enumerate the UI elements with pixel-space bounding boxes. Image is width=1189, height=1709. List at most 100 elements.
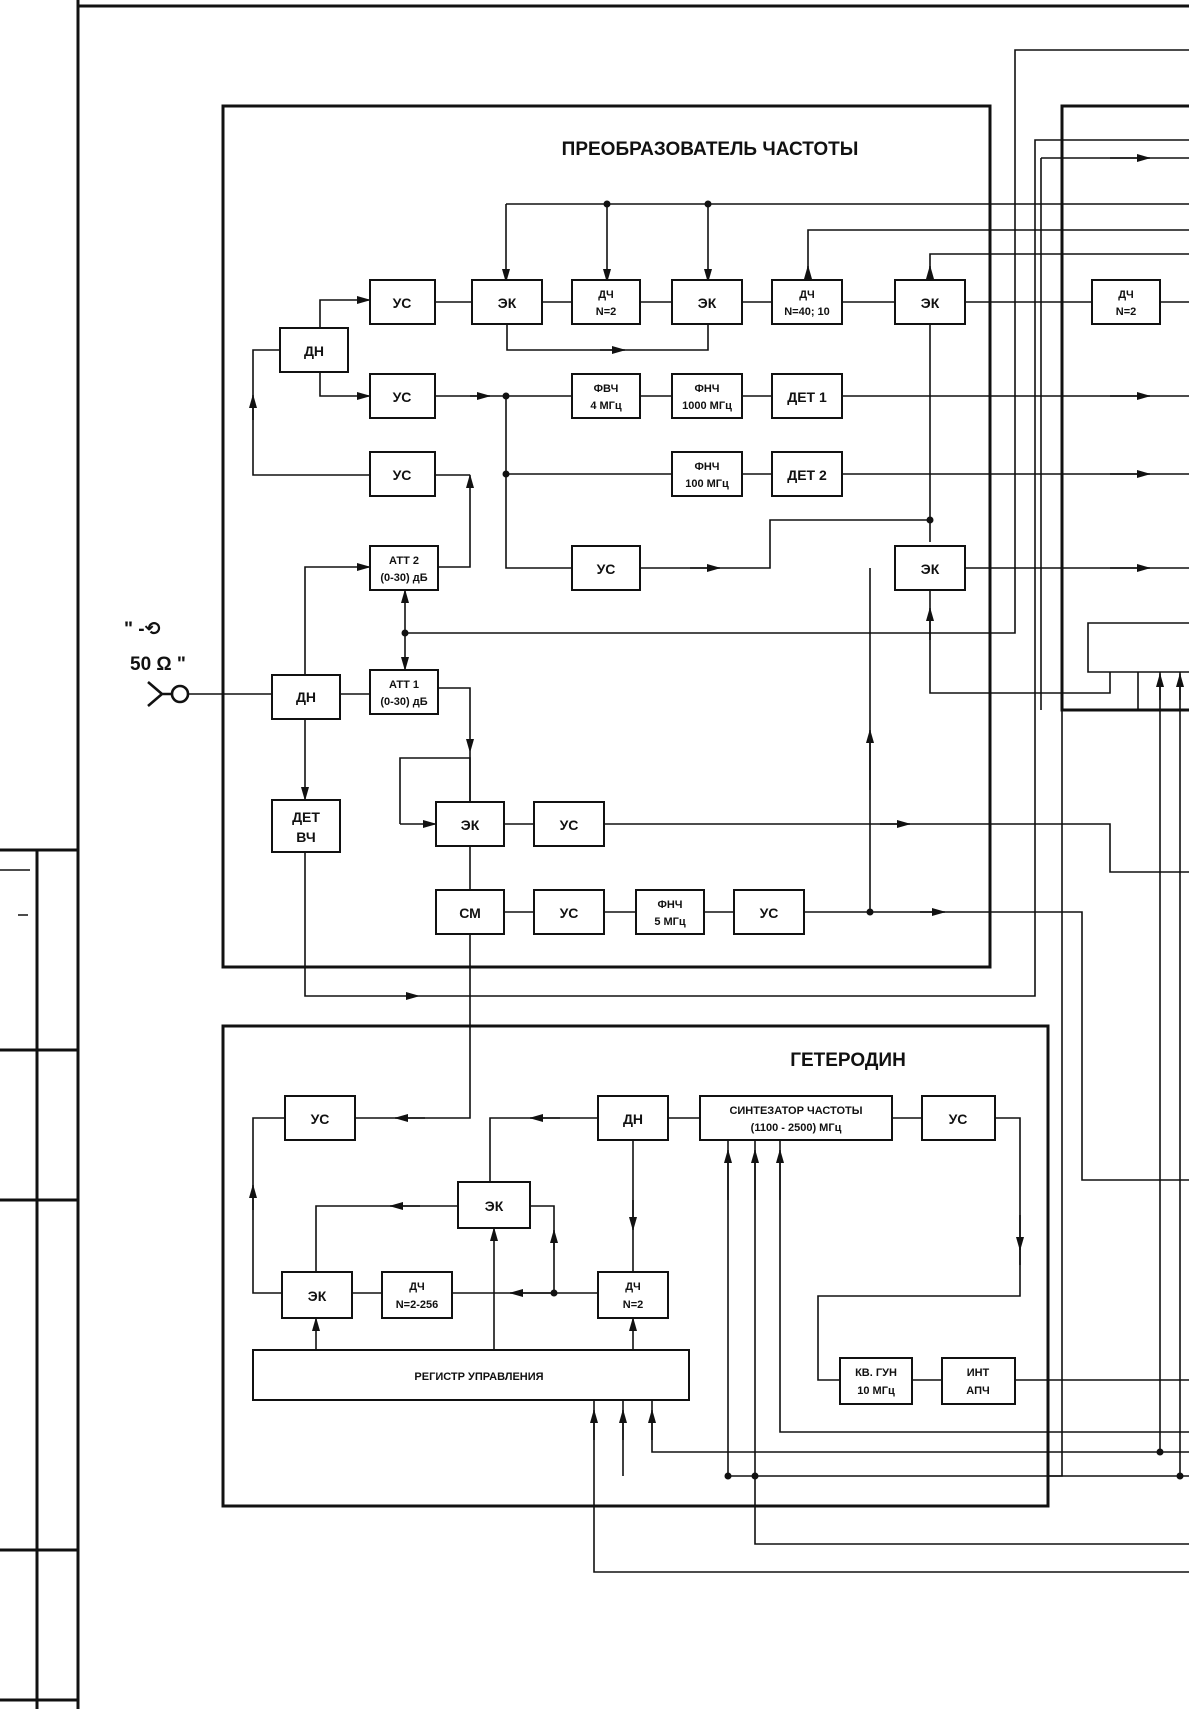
converter-title: ПРЕОБРАЗОВАТЕЛЬ ЧАСТОТЫ [562, 139, 859, 160]
svg-text:СМ: СМ [459, 905, 481, 921]
svg-text:ЭК: ЭК [498, 295, 517, 311]
block-int-apch: ИНТ АПЧ [941, 1357, 1016, 1405]
junctions [401, 200, 1184, 1480]
svg-text:ИНТ: ИНТ [967, 1367, 990, 1379]
block-det-vch: ДЕТ ВЧ [271, 799, 341, 853]
block-dch-2: ДЧ N=40; 10 [771, 279, 843, 325]
svg-text:ЭК: ЭК [308, 1288, 327, 1304]
svg-text:УС: УС [560, 905, 579, 921]
block-us-6: УС [533, 889, 605, 935]
block-control-register: РЕГИСТР УПРАВЛЕНИЯ [252, 1349, 690, 1401]
svg-text:УС: УС [597, 561, 616, 577]
svg-text:N=2-256: N=2-256 [396, 1299, 439, 1311]
block-ek-6: ЭК [457, 1181, 531, 1229]
block-us-3: УС [369, 451, 436, 497]
svg-text:N=2: N=2 [596, 306, 617, 318]
block-det-2: ДЕТ 2 [771, 451, 843, 497]
block-ek-3: ЭК [894, 279, 966, 325]
svg-text:УС: УС [560, 817, 579, 833]
block-fvch: ФВЧ 4 МГц [571, 373, 641, 419]
svg-text:ДЧ: ДЧ [1118, 289, 1133, 301]
block-ek-2: ЭК [671, 279, 743, 325]
block-det-1: ДЕТ 1 [771, 373, 843, 419]
svg-text:ДЕТ: ДЕТ [292, 809, 320, 825]
svg-text:СИНТЕЗАТОР ЧАСТОТЫ: СИНТЕЗАТОР ЧАСТОТЫ [729, 1105, 862, 1117]
svg-text:УС: УС [949, 1111, 968, 1127]
right-frame [1060, 104, 1189, 712]
svg-text:(0-30) дБ: (0-30) дБ [380, 696, 427, 708]
svg-text:ДЧ: ДЧ [799, 289, 814, 301]
svg-text:ДН: ДН [304, 343, 324, 359]
block-us-4: УС [571, 545, 641, 591]
block-gun-10mhz: КВ. ГУН 10 МГц [839, 1357, 913, 1405]
block-us-2: УС [369, 373, 436, 419]
svg-text:ЭК: ЭК [461, 817, 480, 833]
svg-text:4 МГц: 4 МГц [590, 400, 622, 412]
block-dn-splitter: ДН [279, 327, 349, 373]
svg-text:АПЧ: АПЧ [966, 1385, 989, 1397]
svg-text:N=2: N=2 [623, 1299, 644, 1311]
svg-text:ЭК: ЭК [698, 295, 717, 311]
block-att-1: АТТ 1 (0-30) дБ [369, 669, 439, 715]
svg-text:АТТ 2: АТТ 2 [389, 555, 419, 567]
block-us-5: УС [533, 801, 605, 847]
block-dch-5: ДЧ N=2 [597, 1271, 669, 1319]
block-us-1: УС [369, 279, 436, 325]
svg-text:(1100 - 2500) МГц: (1100 - 2500) МГц [751, 1122, 842, 1134]
svg-text:УС: УС [393, 389, 412, 405]
svg-text:ЭК: ЭК [921, 295, 940, 311]
svg-text:УС: УС [393, 295, 412, 311]
block-us-8: УС [284, 1095, 356, 1141]
input-label-top: " -⟲ [124, 619, 161, 640]
svg-text:ДЕТ 1: ДЕТ 1 [787, 389, 827, 405]
svg-text:КВ. ГУН: КВ. ГУН [855, 1367, 897, 1379]
svg-text:(0-30) дБ: (0-30) дБ [380, 572, 427, 584]
block-ek-4: ЭК [894, 545, 966, 591]
svg-text:АТТ 1: АТТ 1 [389, 679, 419, 691]
block-dch-1: ДЧ N=2 [571, 279, 641, 325]
right-connector [1087, 622, 1189, 673]
block-mixer-cm: СМ [435, 889, 505, 935]
input-connector: " -⟲ 50 Ω " [124, 619, 190, 707]
block-dn-lo: ДН [597, 1095, 669, 1141]
converter-frame [221, 104, 992, 969]
block-ek-7: ЭК [281, 1271, 353, 1319]
svg-text:ДЧ: ДЧ [409, 1281, 424, 1293]
svg-text:N=2: N=2 [1116, 306, 1137, 318]
svg-text:ДЕТ 2: ДЕТ 2 [787, 467, 827, 483]
block-dn-input: ДН [271, 674, 341, 720]
block-ek-1: ЭК [471, 279, 543, 325]
svg-text:10 МГц: 10 МГц [857, 1385, 895, 1397]
block-ek-5: ЭК [435, 801, 505, 847]
svg-text:УС: УС [760, 905, 779, 921]
block-us-9: УС [921, 1095, 996, 1141]
svg-text:ФНЧ: ФНЧ [694, 461, 719, 473]
svg-text:1000 МГц: 1000 МГц [682, 400, 732, 412]
lo-title: ГЕТЕРОДИН [790, 1050, 906, 1071]
svg-text:ФВЧ: ФВЧ [594, 383, 619, 395]
svg-text:N=40; 10: N=40; 10 [784, 306, 830, 318]
block-us-7: УС [733, 889, 805, 935]
input-label-impedance: 50 Ω " [130, 654, 186, 675]
block-fnch-1000: ФНЧ 1000 МГц [671, 373, 743, 419]
signal-wiring [188, 49, 1189, 1573]
svg-text:ЭК: ЭК [485, 1198, 504, 1214]
block-fnch-100: ФНЧ 100 МГц [671, 451, 743, 497]
svg-text:УС: УС [311, 1111, 330, 1127]
block-dch-4: ДЧ N=2-256 [381, 1271, 453, 1319]
svg-text:ЭК: ЭК [921, 561, 940, 577]
lo-frame [221, 1024, 1050, 1508]
svg-text:100 МГц: 100 МГц [685, 478, 729, 490]
svg-text:5 МГц: 5 МГц [654, 916, 686, 928]
svg-text:ДЧ: ДЧ [625, 1281, 640, 1293]
block-att-2: АТТ 2 (0-30) дБ [369, 545, 439, 591]
block-dch-3: ДЧ N=2 [1091, 279, 1161, 325]
svg-text:ВЧ: ВЧ [296, 829, 315, 845]
svg-text:УС: УС [393, 467, 412, 483]
svg-text:РЕГИСТР УПРАВЛЕНИЯ: РЕГИСТР УПРАВЛЕНИЯ [414, 1371, 543, 1383]
svg-text:ДЧ: ДЧ [598, 289, 613, 301]
svg-text:ФНЧ: ФНЧ [694, 383, 719, 395]
